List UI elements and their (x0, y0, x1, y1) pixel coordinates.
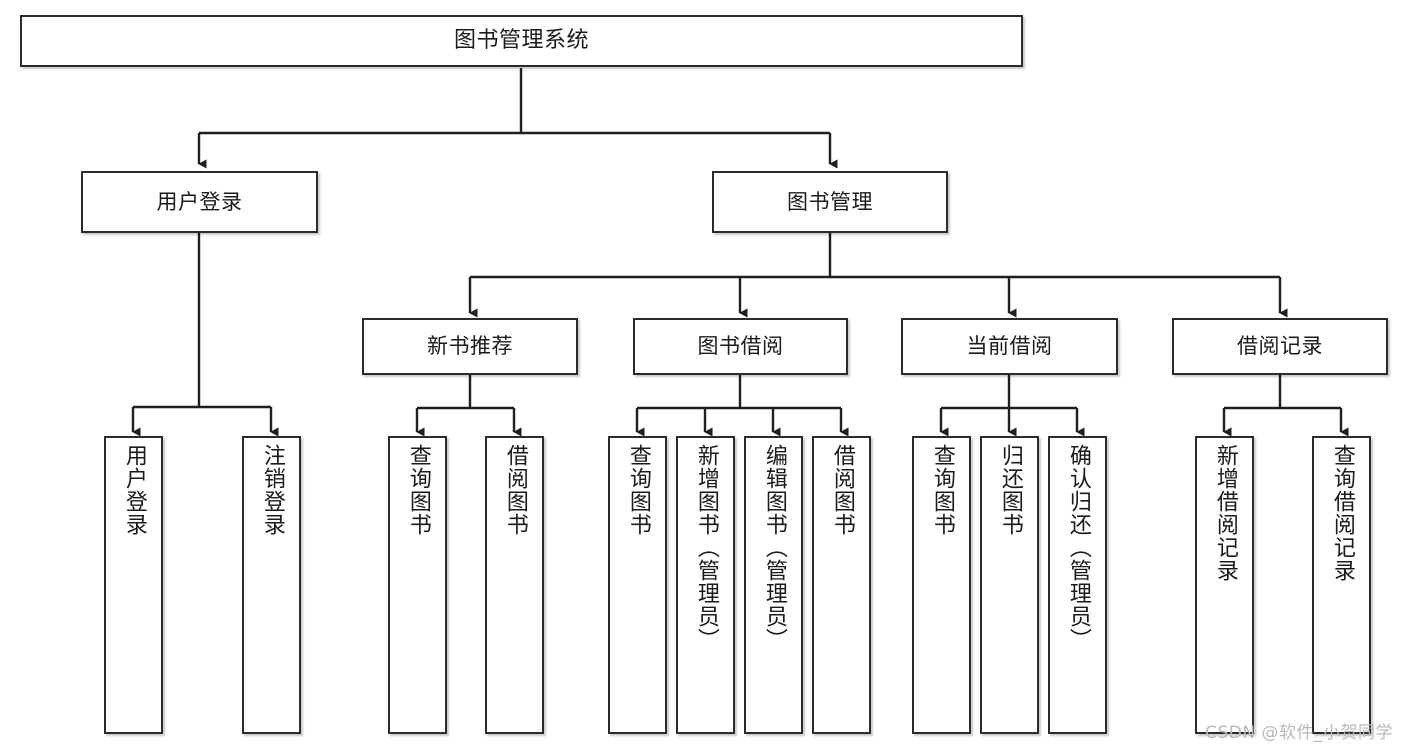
node-label: 借阅记录 (1237, 334, 1323, 359)
node-leaf-add-record[interactable]: 新增借阅记录 (1195, 436, 1254, 734)
node-leaf-logout[interactable]: 注销登录 (242, 436, 301, 734)
node-label: 用户登录 (156, 189, 243, 214)
node-borrow-record[interactable]: 借阅记录 (1172, 318, 1388, 375)
node-label: 用户登录 (121, 444, 147, 536)
node-leaf-confirm-return[interactable]: 确认归还（管理员） (1048, 436, 1107, 734)
node-leaf-return-book[interactable]: 归还图书 (980, 436, 1039, 734)
node-label: 图书管理系统 (453, 28, 589, 54)
node-label: 查询图书 (929, 444, 955, 536)
node-new-book-recommend[interactable]: 新书推荐 (362, 318, 578, 375)
node-label: 图书管理 (787, 189, 873, 214)
node-leaf-query-record[interactable]: 查询借阅记录 (1312, 436, 1371, 734)
node-leaf-edit-book[interactable]: 编辑图书（管理员） (744, 436, 803, 734)
node-current-borrow[interactable]: 当前借阅 (901, 318, 1118, 375)
node-label: 归还图书 (997, 444, 1023, 536)
node-label: 编辑图书（管理员） (761, 444, 787, 651)
node-leaf-query-book-1[interactable]: 查询图书 (388, 436, 447, 734)
node-root-system[interactable]: 图书管理系统 (20, 15, 1023, 67)
node-label: 借阅图书 (502, 444, 528, 536)
node-book-manage[interactable]: 图书管理 (712, 171, 948, 233)
node-label: 新增图书（管理员） (693, 444, 719, 651)
node-leaf-query-book-3[interactable]: 查询图书 (912, 436, 971, 734)
node-label: 新增借阅记录 (1212, 444, 1238, 582)
node-book-borrow[interactable]: 图书借阅 (633, 318, 848, 375)
node-label: 查询图书 (405, 444, 431, 536)
node-leaf-add-book[interactable]: 新增图书（管理员） (676, 436, 735, 734)
node-leaf-borrow-book-2[interactable]: 借阅图书 (812, 436, 871, 734)
node-leaf-query-book-2[interactable]: 查询图书 (608, 436, 667, 734)
node-label: 注销登录 (259, 444, 285, 536)
node-label: 借阅图书 (829, 444, 855, 536)
node-label: 当前借阅 (966, 334, 1053, 359)
node-label: 新书推荐 (427, 334, 513, 359)
node-label: 确认归还（管理员） (1065, 444, 1091, 651)
node-leaf-user-login[interactable]: 用户登录 (104, 436, 163, 734)
node-label: 查询借阅记录 (1329, 444, 1355, 582)
node-label: 图书借阅 (697, 334, 784, 359)
node-label: 查询图书 (625, 444, 651, 536)
node-user-login[interactable]: 用户登录 (81, 171, 318, 233)
node-leaf-borrow-book-1[interactable]: 借阅图书 (485, 436, 544, 734)
